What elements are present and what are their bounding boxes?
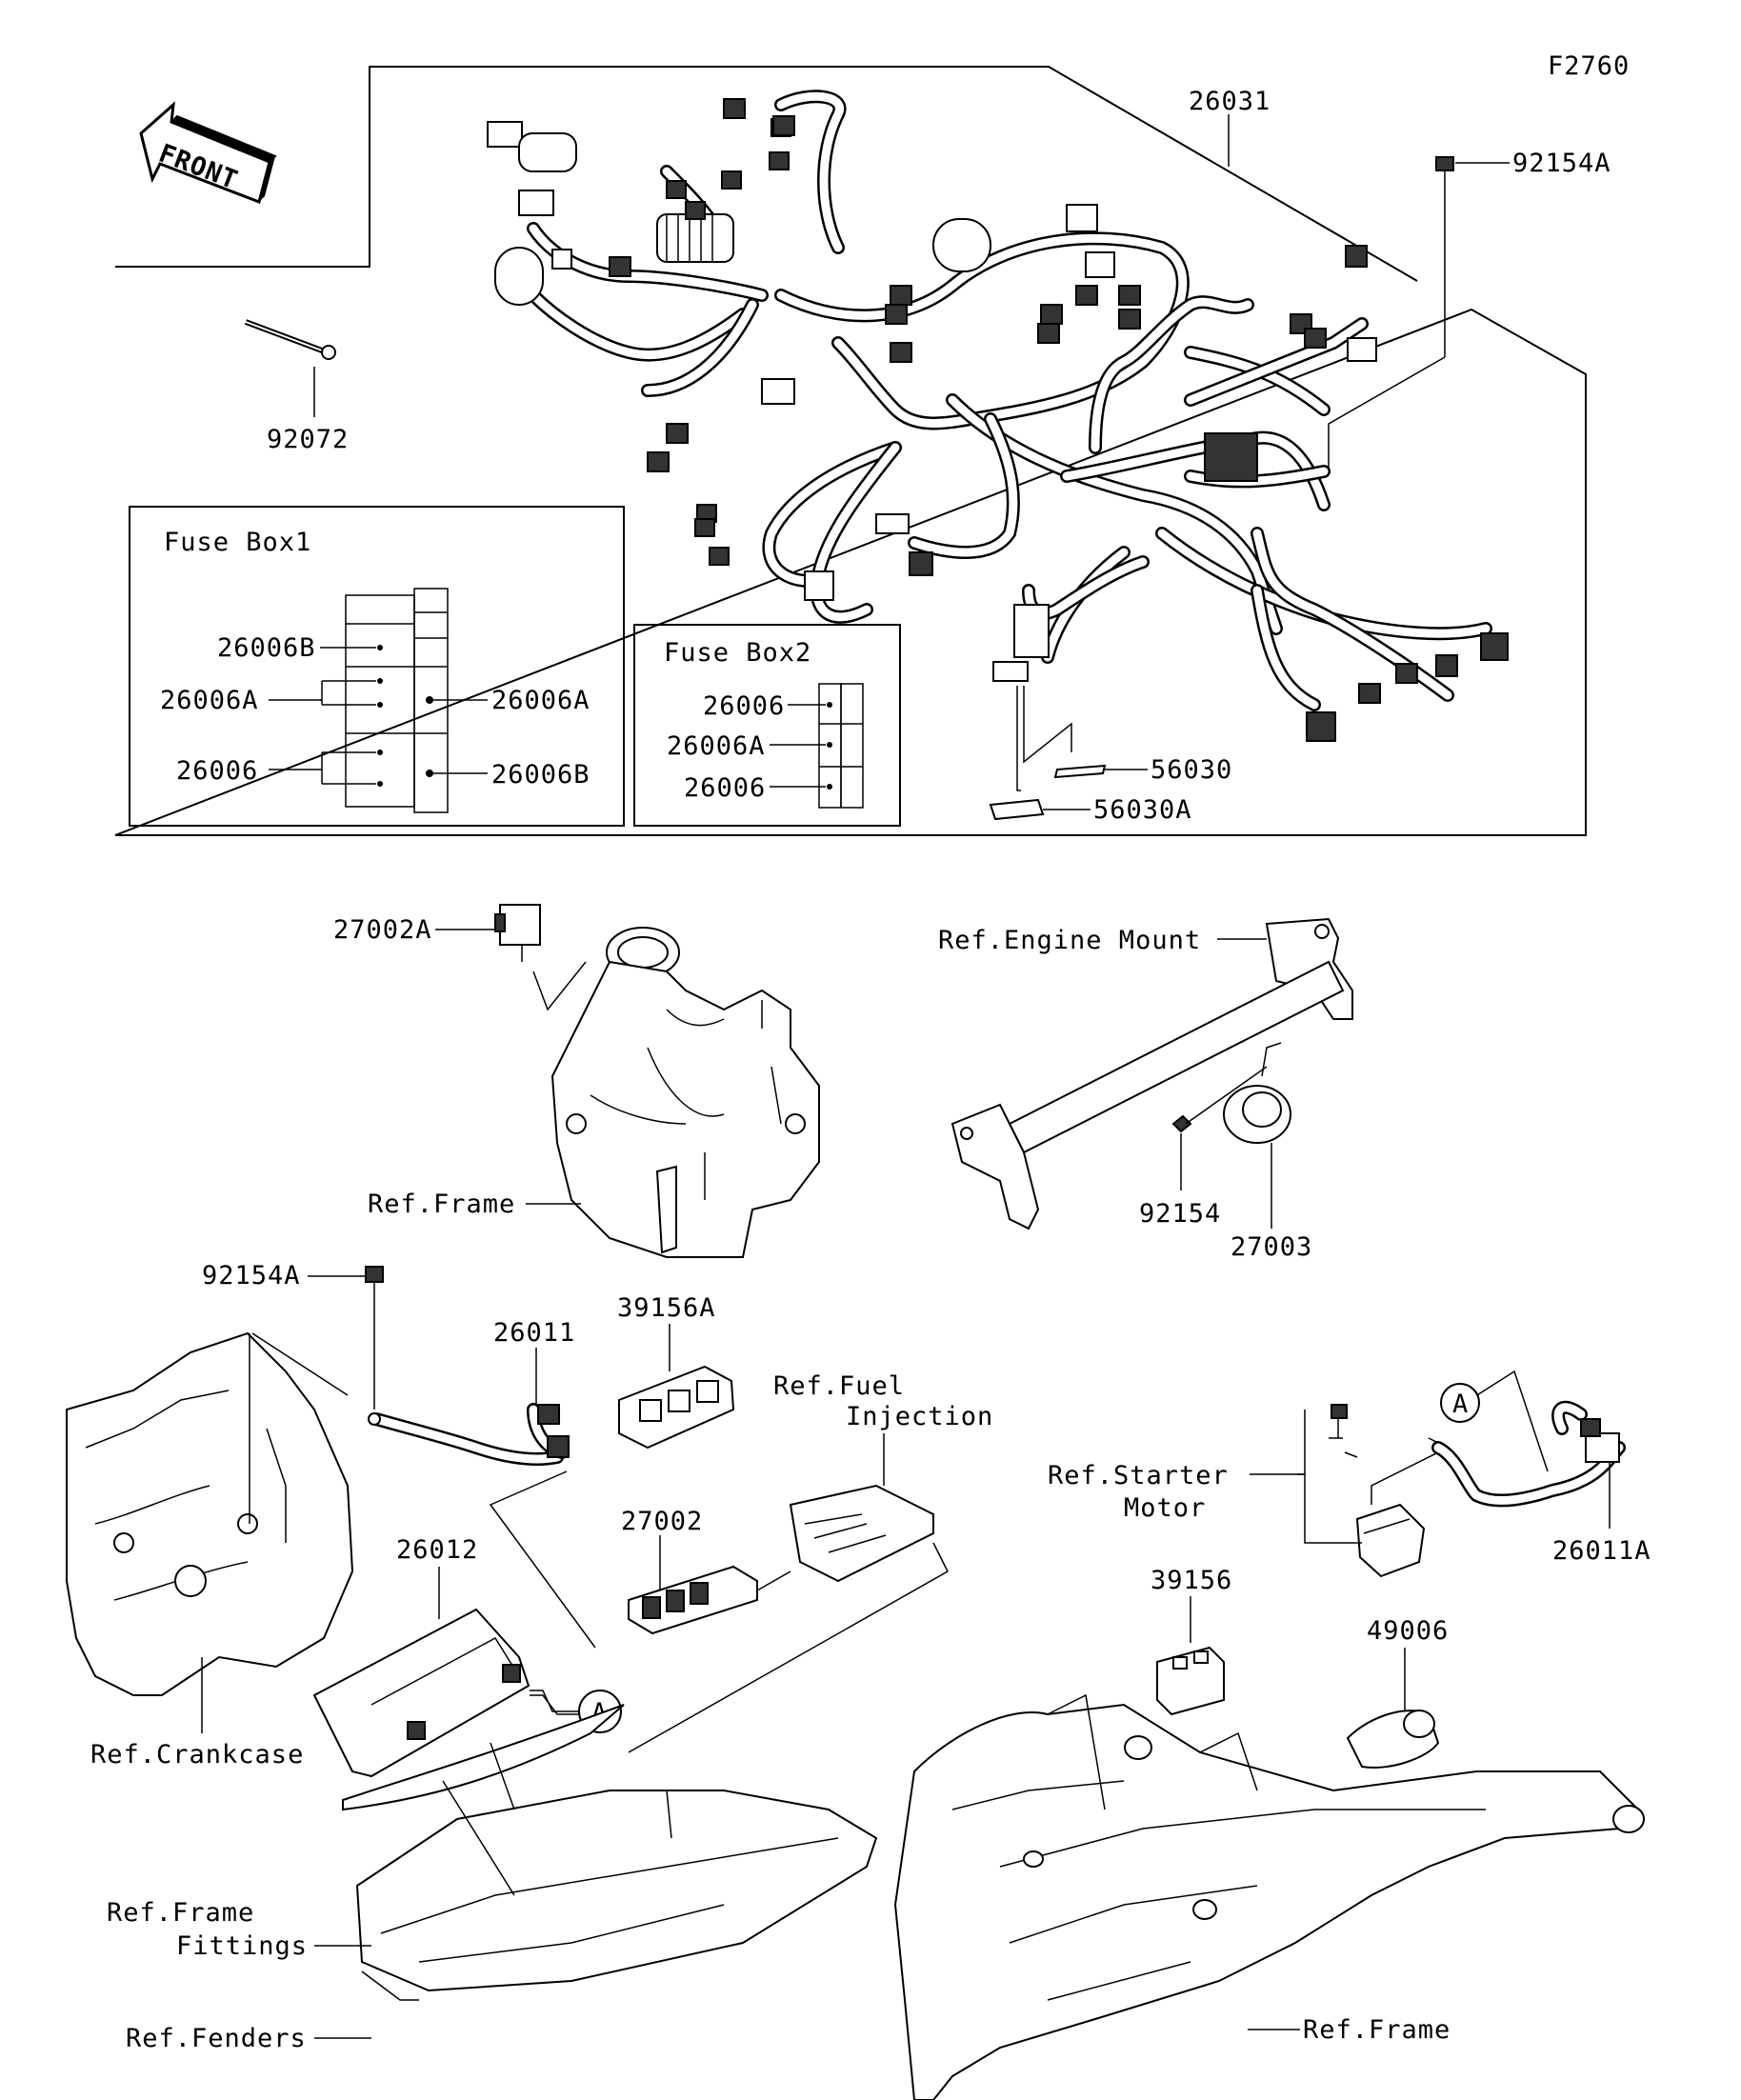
capacitor — [1346, 1710, 1440, 1769]
starter-cable — [1431, 1370, 1626, 1529]
harness-labels — [989, 686, 1107, 821]
fuel-injection-ecu — [628, 1484, 949, 1753]
fuse-box1-label-26006b-left: 26006B — [217, 633, 316, 663]
front-arrow-icon: FRONT — [139, 101, 277, 205]
battery — [312, 1608, 581, 1778]
starter-ref-label-2: Motor — [1124, 1493, 1206, 1523]
fuse-box1-label-26006a-right: 26006A — [491, 686, 590, 715]
starter-relay — [1329, 1404, 1439, 1578]
front-frame-ref-label: Ref.Frame — [368, 1190, 515, 1219]
fuel-injection-ref-label-1: Ref.Fuel — [773, 1371, 905, 1401]
front-frame-head — [550, 927, 820, 1258]
relay-box-cover — [618, 1365, 735, 1450]
ground-bolt-top-label: 92154A — [1512, 149, 1611, 178]
harness-clamp — [244, 319, 336, 417]
relay-box-cover-label: 39156A — [617, 1293, 716, 1323]
fuse-box1-label-26006a-left: 26006A — [160, 686, 259, 715]
horn — [1223, 1042, 1291, 1144]
relay — [628, 1565, 791, 1635]
ground-bolt-top — [1328, 156, 1454, 471]
fuse-box2-diagram — [770, 683, 864, 809]
battery-label: 26012 — [396, 1535, 478, 1565]
marker-a-right — [1440, 1383, 1480, 1423]
marker-a-right-label: A — [1452, 1390, 1469, 1419]
battery-cable — [368, 1403, 596, 1649]
fuse-box2-title: Fuse Box2 — [664, 638, 811, 668]
horn-relay-label: 27002A — [333, 915, 432, 945]
battery-ground-bolt-label: 92154A — [202, 1261, 301, 1290]
label-56030a: 56030A — [1093, 795, 1192, 825]
starter-cover-label: 39156 — [1151, 1566, 1232, 1595]
fuel-injection-ref-label-2: Injection — [846, 1402, 993, 1431]
horn-bolt-label: 92154 — [1139, 1199, 1221, 1229]
starter-relay-cover — [1156, 1646, 1225, 1716]
rear-fender-assembly — [342, 1704, 878, 2001]
engine-mount-ref-label: Ref.Engine Mount — [938, 926, 1201, 955]
horn-label: 27003 — [1231, 1232, 1312, 1262]
main-harness-part-label: 26031 — [1189, 87, 1271, 116]
main-frame — [893, 1693, 1645, 2100]
fuse-box1-panel — [129, 506, 625, 827]
fuse-box1-diagram — [269, 588, 488, 813]
battery-cable-label: 26011 — [493, 1318, 575, 1348]
capacitor-label: 49006 — [1367, 1616, 1449, 1646]
fuse-box2-panel — [633, 624, 901, 827]
fuse-box1-label-26006b-right: 26006B — [491, 760, 590, 790]
battery-ground-bolt-icon — [365, 1266, 384, 1283]
fuse-box2-label-26006-top: 26006 — [703, 691, 785, 721]
horn-bolt-icon — [1171, 1114, 1192, 1133]
starter-cable-label: 26011A — [1552, 1536, 1651, 1566]
frame-fittings-ref-label-2: Fittings — [176, 1931, 308, 1961]
figure-code: F2760 — [1548, 51, 1630, 81]
crankcase-ref-label: Ref.Crankcase — [90, 1740, 304, 1770]
starter-ref-label-1: Ref.Starter — [1048, 1461, 1229, 1490]
fuse-box1-label-26006-left: 26006 — [176, 756, 258, 786]
engine-mount-bracket — [951, 917, 1353, 1230]
crankcase — [66, 1331, 354, 1733]
horn-relay — [494, 904, 587, 1011]
harness-connectors — [487, 98, 1509, 742]
fuse-box2-label-26006-bottom: 26006 — [684, 773, 766, 803]
clamp-label: 92072 — [267, 425, 349, 454]
fenders-ref-label: Ref.Fenders — [126, 2024, 307, 2053]
fuse-box1-title: Fuse Box1 — [164, 528, 311, 557]
label-56030: 56030 — [1151, 755, 1232, 785]
main-frame-ref-label: Ref.Frame — [1303, 2015, 1451, 2045]
relay-label: 27002 — [621, 1507, 703, 1536]
harness-panel-border — [114, 66, 1587, 836]
frame-fittings-ref-label-1: Ref.Frame — [107, 1898, 254, 1928]
fuse-box2-label-26006a: 26006A — [667, 731, 766, 761]
